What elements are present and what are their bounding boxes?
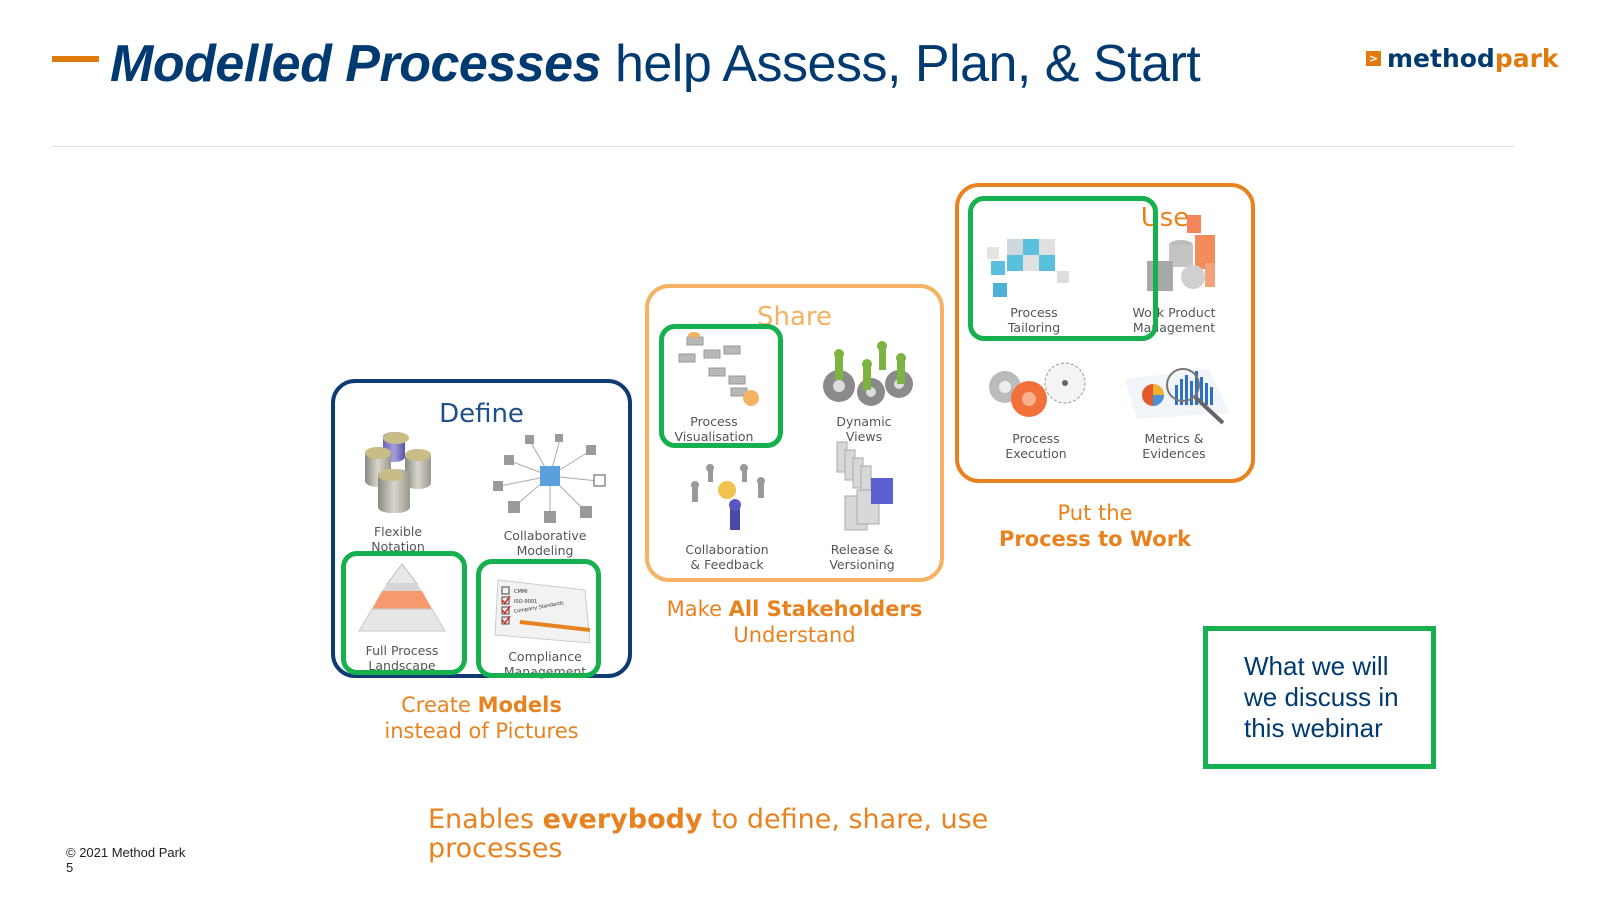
people-circle-icon bbox=[672, 460, 782, 540]
title-accent-bar bbox=[52, 56, 99, 62]
label-line: Dynamic bbox=[836, 414, 892, 429]
label-line: Collaborative bbox=[503, 528, 587, 543]
tagline-pre: Enables bbox=[428, 804, 543, 835]
label-line: Full Process bbox=[365, 643, 439, 658]
title-emphasis: Modelled Processes bbox=[110, 35, 602, 93]
label-line: Evidences bbox=[1142, 446, 1206, 461]
copyright-text: © 2021 Method Park bbox=[66, 845, 186, 860]
callout-line: What we will bbox=[1244, 651, 1389, 681]
label-line: Views bbox=[845, 429, 883, 444]
page-number: 5 bbox=[66, 860, 74, 875]
caption-bold: All Stakeholders bbox=[728, 597, 923, 621]
caption-text: Create bbox=[401, 693, 478, 717]
item-collaboration-feedback: Collaboration& Feedback bbox=[662, 460, 792, 572]
caption-line2: Understand bbox=[733, 623, 856, 647]
title-rest: help Assess, Plan, & Start bbox=[601, 35, 1201, 93]
label-line: Tailoring bbox=[1007, 320, 1061, 335]
header-divider bbox=[52, 146, 1514, 147]
shapes-documents-icon bbox=[1119, 213, 1229, 303]
flowchart-icon bbox=[659, 332, 769, 412]
logo-text-method: method bbox=[1387, 44, 1495, 73]
share-caption: Make All Stakeholders Understand bbox=[645, 596, 944, 648]
cubes-icon bbox=[979, 231, 1089, 303]
callout-line: this webinar bbox=[1244, 713, 1383, 743]
label-line: Notation bbox=[371, 539, 425, 554]
label-line: Metrics & bbox=[1144, 431, 1204, 446]
logo-text-park: park bbox=[1494, 44, 1559, 73]
label-line: Execution bbox=[1005, 446, 1067, 461]
checklist-line-1: CMMI bbox=[514, 589, 528, 595]
document-stack-icon bbox=[807, 438, 917, 540]
label-line: Process bbox=[1010, 305, 1058, 320]
item-release-versioning: Release &Versioning bbox=[797, 438, 927, 572]
label-line: Process bbox=[690, 414, 738, 429]
checklist-icon: CMMI ISO-9001 Company Standards bbox=[490, 565, 600, 647]
label-line: Landscape bbox=[368, 658, 436, 673]
caption-bold: Process to Work bbox=[998, 527, 1192, 551]
caption-text: Make bbox=[666, 597, 729, 621]
label-line: Flexible bbox=[373, 524, 423, 539]
label-line: Modeling bbox=[516, 543, 574, 558]
label-line: Collaboration bbox=[685, 542, 769, 557]
caption-text: Put the bbox=[1057, 501, 1133, 525]
tagline-post: to define, share, use processes bbox=[428, 804, 989, 864]
item-metrics-evidences: Metrics &Evidences bbox=[1109, 357, 1239, 461]
network-hub-icon bbox=[490, 431, 606, 526]
caption-bold: Models bbox=[477, 693, 562, 717]
define-heading: Define bbox=[439, 399, 524, 429]
tagline: Enables everybody to define, share, use … bbox=[428, 805, 1048, 863]
gears-pawns-icon bbox=[809, 336, 919, 412]
label-line: Compliance bbox=[508, 649, 582, 664]
label-line: Release & bbox=[830, 542, 894, 557]
use-caption: Put the Process to Work bbox=[955, 500, 1235, 552]
copyright-footer: © 2021 Method Park 5 bbox=[66, 845, 185, 875]
webinar-callout-text: What we will we discuss in this webinar bbox=[1244, 651, 1399, 744]
tagline-bold: everybody bbox=[542, 804, 703, 835]
magnifier-chart-icon bbox=[1119, 357, 1229, 429]
label-line: Visualisation bbox=[674, 429, 754, 444]
database-cylinders-icon bbox=[343, 427, 453, 522]
define-caption: Create Models instead of Pictures bbox=[331, 692, 632, 744]
label-line: Versioning bbox=[829, 557, 895, 572]
caption-line2: instead of Pictures bbox=[384, 719, 579, 743]
pyramid-icon bbox=[347, 559, 457, 641]
callout-line: we discuss in bbox=[1244, 682, 1399, 712]
gears-icon bbox=[981, 357, 1091, 429]
label-line: Process bbox=[1012, 431, 1060, 446]
webinar-callout-box: What we will we discuss in this webinar bbox=[1203, 626, 1436, 769]
slide-title: Modelled Processes help Assess, Plan, & … bbox=[110, 34, 1201, 94]
chevron-right-icon: > bbox=[1366, 51, 1381, 66]
highlight-full-process-landscape bbox=[341, 551, 467, 675]
highlight-process-visualisation bbox=[659, 324, 783, 448]
checklist-line-2: ISO-9001 bbox=[514, 599, 537, 605]
highlight-compliance-management bbox=[476, 559, 601, 678]
highlight-process-tailoring bbox=[968, 196, 1158, 341]
label-line: & Feedback bbox=[690, 557, 764, 572]
